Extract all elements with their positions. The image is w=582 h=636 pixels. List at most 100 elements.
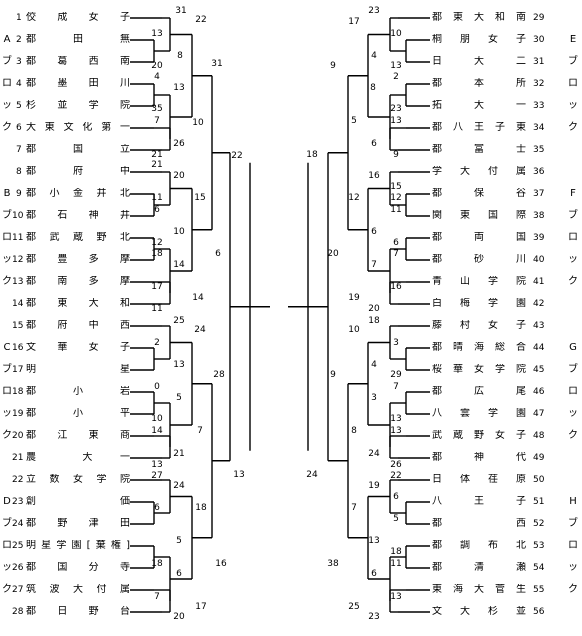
block-label: G xyxy=(569,342,577,353)
team-number: 6 xyxy=(16,123,22,133)
score-label: 6 xyxy=(393,492,399,502)
score-label: 23 xyxy=(368,6,380,16)
team-name: 立数女学院 xyxy=(26,474,130,485)
score-label: 6 xyxy=(154,205,160,215)
team-name: 文華女子 xyxy=(26,342,130,353)
team-name: 武蔵野女子 xyxy=(432,430,526,441)
score-label: 11 xyxy=(151,304,163,314)
score-label: 7 xyxy=(197,426,203,436)
block-label: ブ xyxy=(568,364,578,375)
score-label: 22 xyxy=(231,151,243,161)
block-label: ッ xyxy=(2,254,12,265)
score-label: 11 xyxy=(390,205,402,215)
score-label: 6 xyxy=(154,503,160,513)
team-name: 都 神 代 xyxy=(432,452,526,463)
score-label: 16 xyxy=(215,559,227,569)
team-number: 55 xyxy=(533,585,545,595)
team-name: 筑波大付属 xyxy=(26,584,130,595)
score-label: 25 xyxy=(173,316,185,326)
team-name: 都府中西 xyxy=(26,320,130,331)
block-label: ッ xyxy=(2,408,12,419)
team-number: 27 xyxy=(12,585,24,595)
score-label: 17 xyxy=(151,282,163,292)
team-number: 44 xyxy=(533,343,545,353)
team-number: 23 xyxy=(12,497,24,507)
block-label: ブ xyxy=(2,56,12,67)
block-label: ク xyxy=(2,122,12,133)
score-label: 13 xyxy=(173,83,185,93)
score-label: 18 xyxy=(151,559,163,569)
score-label: 15 xyxy=(390,182,402,192)
score-label: 5 xyxy=(176,536,182,546)
score-label: 5 xyxy=(351,116,357,126)
block-label: D xyxy=(3,496,11,507)
team-number: 37 xyxy=(533,189,545,199)
score-label: 21 xyxy=(151,160,163,170)
score-label: 26 xyxy=(390,460,402,470)
team-name: 関東国際 xyxy=(432,210,526,221)
score-label: 12 xyxy=(390,193,402,203)
score-label: 19 xyxy=(348,293,360,303)
team-number: 45 xyxy=(533,365,545,375)
score-label: 3 xyxy=(371,393,377,403)
block-label: ロ xyxy=(568,540,578,551)
block-label: ッ xyxy=(568,254,578,265)
team-name: 明星学園[棄権] xyxy=(26,540,130,551)
score-label: 24 xyxy=(173,481,185,491)
score-label: 6 xyxy=(393,238,399,248)
team-number: 5 xyxy=(16,101,22,111)
score-label: 7 xyxy=(351,503,357,513)
score-label: 20 xyxy=(368,304,380,314)
block-label: C xyxy=(3,342,11,353)
block-label: ロ xyxy=(568,232,578,243)
score-label: 31 xyxy=(211,59,223,69)
block-label: ブ xyxy=(568,56,578,67)
score-label: 11 xyxy=(151,193,163,203)
score-label: 12 xyxy=(348,193,360,203)
team-name: 文大杉並 xyxy=(432,606,526,617)
block-label: ロ xyxy=(2,540,12,551)
score-label: 8 xyxy=(177,51,183,61)
score-label: 9 xyxy=(330,61,336,71)
score-label: 14 xyxy=(151,426,163,436)
team-number: 24 xyxy=(12,519,24,529)
team-name: 都 富 士 xyxy=(432,144,526,155)
block-label: A xyxy=(3,34,11,45)
team-name: 東海大菅生 xyxy=(432,584,526,595)
team-name: 都 小 平 xyxy=(26,408,130,419)
team-name: 都調布北 xyxy=(432,540,526,551)
team-number: 3 xyxy=(16,57,22,67)
team-number: 19 xyxy=(12,409,24,419)
score-label: 4 xyxy=(154,72,160,82)
score-label: 11 xyxy=(390,559,402,569)
team-name: 日体荏原 xyxy=(432,474,526,485)
team-number: 38 xyxy=(533,211,545,221)
team-number: 30 xyxy=(533,35,545,45)
team-name: 都豊多摩 xyxy=(26,254,130,265)
score-label: 22 xyxy=(195,15,207,25)
score-label: 20 xyxy=(327,249,339,259)
block-label: ッ xyxy=(568,100,578,111)
score-label: 13 xyxy=(368,536,380,546)
score-label: 9 xyxy=(330,370,336,380)
team-number: 47 xyxy=(533,409,545,419)
score-label: 18 xyxy=(195,503,207,513)
team-number: 29 xyxy=(533,13,545,23)
score-label: 20 xyxy=(151,61,163,71)
team-number: 52 xyxy=(533,519,545,529)
team-number: 33 xyxy=(533,101,545,111)
block-label: ブ xyxy=(2,364,12,375)
score-label: 20 xyxy=(173,612,185,622)
team-number: 7 xyxy=(16,145,22,155)
score-label: 4 xyxy=(371,51,377,61)
team-number: 39 xyxy=(533,233,545,243)
score-label: 17 xyxy=(195,602,207,612)
team-name: 都東大和 xyxy=(26,298,130,309)
team-name: 都晴海総合 xyxy=(432,342,526,353)
block-label: H xyxy=(569,496,577,507)
team-name: 都 西 xyxy=(432,518,526,529)
score-label: 29 xyxy=(390,370,402,380)
team-name: 都武蔵野北 xyxy=(26,232,130,243)
score-label: 10 xyxy=(173,227,185,237)
team-number: 40 xyxy=(533,255,545,265)
